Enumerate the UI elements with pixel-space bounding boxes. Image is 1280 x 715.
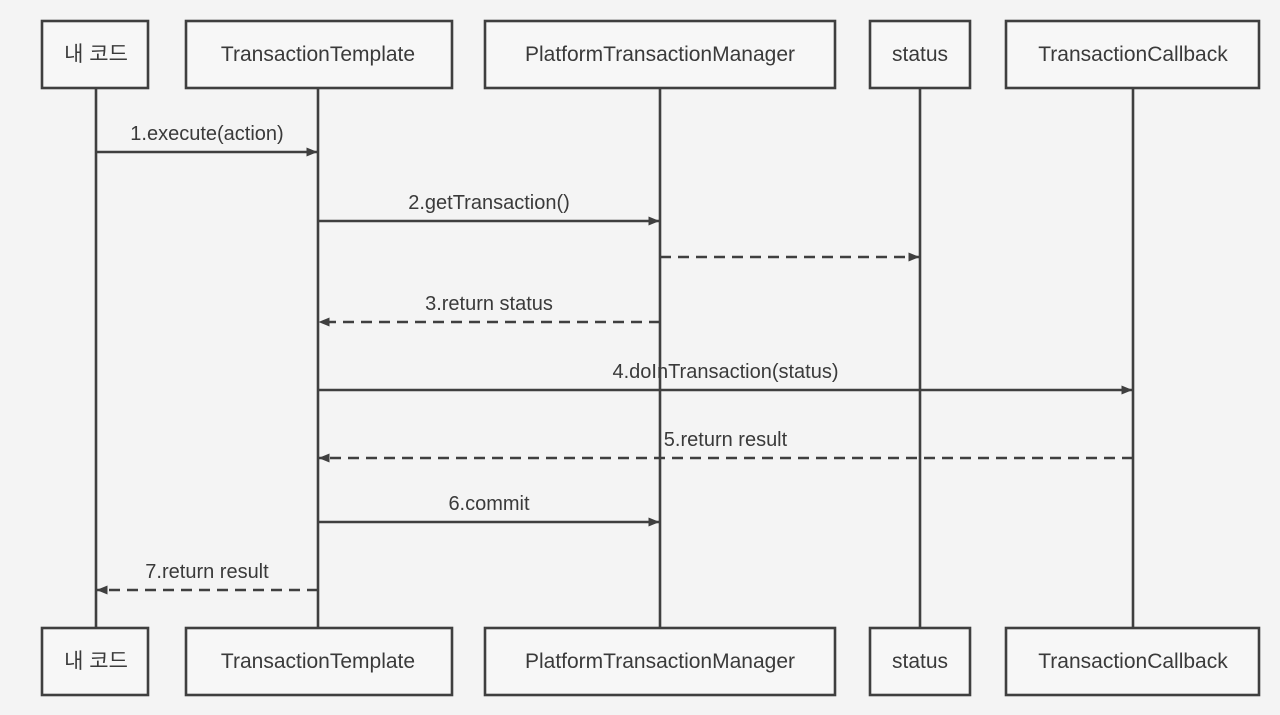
message-m4[interactable]: 3.return status (318, 293, 660, 327)
participant-label: PlatformTransactionManager (525, 650, 795, 673)
message-label: 6.commit (448, 493, 530, 515)
participant-box-bottom-callback[interactable]: TransactionCallback (1004, 626, 1261, 697)
message-label: 1.execute(action) (130, 123, 283, 145)
participant-box-outline (868, 19, 972, 90)
participant-box-outline (868, 626, 972, 697)
participant-box-outline (483, 626, 837, 697)
message-m7[interactable]: 6.commit (318, 493, 660, 527)
participant-label: 내 코드 (64, 650, 128, 673)
participant-label: status (892, 43, 948, 66)
participant-label: status (892, 650, 948, 673)
message-label: 7.return result (145, 561, 269, 583)
participant-box-bottom-status[interactable]: status (868, 626, 972, 697)
participant-box-top-template[interactable]: TransactionTemplate (184, 19, 454, 90)
message-m1[interactable]: 1.execute(action) (96, 123, 318, 157)
participant-box-outline (40, 626, 150, 697)
participant-box-outline (184, 19, 454, 90)
participant-box-outline (1004, 626, 1261, 697)
participant-box-top-mycode[interactable]: 내 코드 (40, 19, 150, 90)
participant-boxes-bottom: 내 코드 TransactionTemplate PlatformTransacti… (40, 626, 1261, 697)
participant-box-outline (40, 19, 150, 90)
participant-box-top-status[interactable]: status (868, 19, 972, 90)
participant-boxes-top: 내 코드 TransactionTemplate PlatformTransacti… (40, 19, 1261, 90)
participant-box-outline (184, 626, 454, 697)
participant-label: PlatformTransactionManager (525, 43, 795, 66)
participant-label: 내 코드 (64, 43, 128, 66)
participant-box-top-manager[interactable]: PlatformTransactionManager (483, 19, 837, 90)
participant-box-bottom-manager[interactable]: PlatformTransactionManager (483, 626, 837, 697)
participant-box-top-callback[interactable]: TransactionCallback (1004, 19, 1261, 90)
message-label: 5.return result (664, 429, 788, 451)
participant-box-outline (483, 19, 837, 90)
participant-label: TransactionCallback (1038, 43, 1228, 66)
message-label: 2.getTransaction() (408, 192, 570, 214)
message-m8[interactable]: 7.return result (96, 561, 318, 595)
lifelines-group (94, 88, 1135, 628)
message-label: 3.return status (425, 293, 553, 315)
participant-label: TransactionTemplate (221, 43, 415, 66)
messages-group: 1.execute(action) 2.getTransaction() 3.ret… (96, 123, 1133, 595)
message-m5[interactable]: 4.doInTransaction(status) (318, 361, 1133, 395)
participant-label: TransactionTemplate (221, 650, 415, 673)
participant-box-bottom-template[interactable]: TransactionTemplate (184, 626, 454, 697)
participant-box-bottom-mycode[interactable]: 내 코드 (40, 626, 150, 697)
participant-box-outline (1004, 19, 1261, 90)
participant-label: TransactionCallback (1038, 650, 1228, 673)
message-m2[interactable]: 2.getTransaction() (318, 192, 660, 226)
message-m6[interactable]: 5.return result (318, 429, 1133, 463)
message-label: 4.doInTransaction(status) (612, 361, 838, 383)
